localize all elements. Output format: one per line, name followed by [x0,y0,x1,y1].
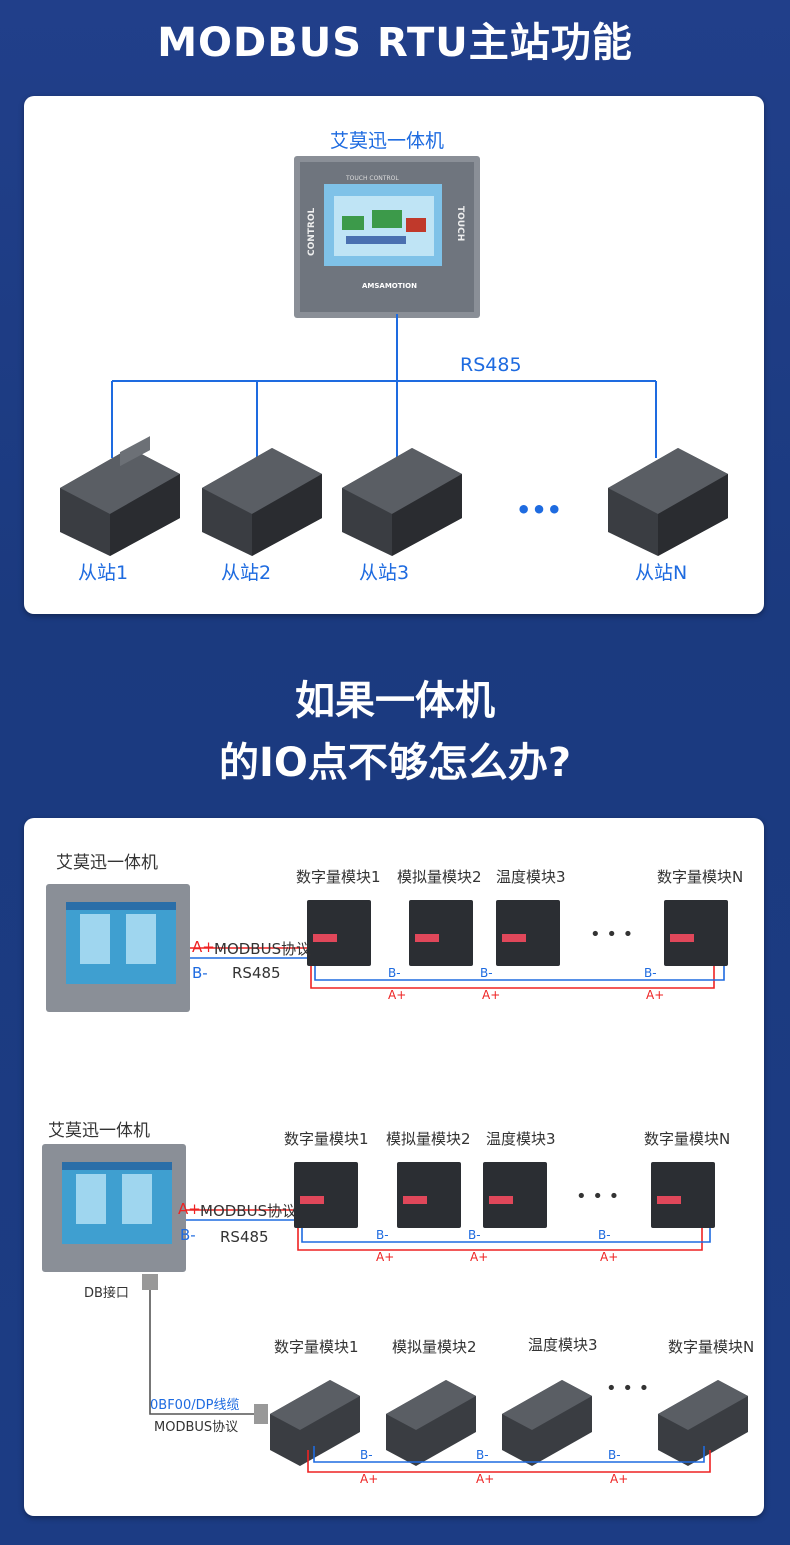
db-interface-label: DB接口 [84,1286,129,1301]
modules-row-a-switches [313,934,694,942]
b-minus-label-b: B- [180,1226,196,1244]
module-a-n: 数字量模块N [657,868,744,886]
wires-row-a [190,947,725,989]
a-plus-a-1: A+ [388,988,407,1002]
b-minus-b-3: B- [598,1228,611,1242]
db-connector-icon [142,1274,158,1290]
a-plus-lower-1: A+ [360,1472,379,1486]
bus-label-a: RS485 [232,964,281,982]
b-minus-lower-1: B- [360,1448,373,1462]
module-a-3: 温度模块3 [496,868,566,886]
module-b-3: 温度模块3 [486,1130,556,1148]
slave-label-3: 从站3 [359,562,410,584]
ellipsis-lower: • • • [606,1378,650,1399]
device-brand: AMSAMOTION [362,282,417,290]
a-plus-b-2: A+ [470,1250,489,1264]
rtu-topology-svg: TOUCH CONTROL AMSAMOTION CONTROL TOUCH [60,156,728,556]
a-plus-a-2: A+ [482,988,501,1002]
io-expansion-panel: 艾莫迅一体机 数字量模块1 模拟量模块2 温度模块3 数字量模块N A+ MOD… [24,818,764,1516]
slave-plc-3 [342,448,462,556]
lower-module-2: 模拟量模块2 [392,1338,477,1356]
a-plus-label-b: A+ [178,1200,201,1218]
master-label: 艾莫迅一体机 [330,130,445,152]
lower-module-3: 温度模块3 [528,1336,598,1354]
a-plus-lower-3: A+ [610,1472,629,1486]
rs485-bus-lines [111,314,657,458]
lower-modules [270,1380,748,1466]
module-a-2: 模拟量模块2 [397,868,482,886]
module-b-n: 数字量模块N [644,1130,731,1148]
master-label-b: 艾莫迅一体机 [48,1121,150,1141]
modules-row-b-switches [300,1196,681,1204]
slave-plc-n [608,448,728,556]
b-minus-a-1: B- [388,966,401,980]
page-title: MODBUS RTU主站功能 [157,20,633,66]
rtu-master-diagram-panel: TOUCH CONTROL AMSAMOTION CONTROL TOUCH [24,96,764,614]
hmi-device-b [42,1144,186,1272]
b-minus-a-3: B- [644,966,657,980]
module-a-1: 数字量模块1 [296,868,381,886]
ellipsis: ••• [516,496,563,524]
hmi-device-a [46,884,190,1012]
a-plus-label: A+ [192,938,215,956]
cable-label: 0BF00/DP线缆 [150,1398,240,1413]
io-expansion-svg [42,884,748,1473]
wires-lower [307,1446,711,1473]
db-cable [149,1288,258,1415]
ellipsis-b: • • • [576,1186,620,1207]
a-plus-a-3: A+ [646,988,665,1002]
module-b-2: 模拟量模块2 [386,1130,471,1148]
protocol-label-b: MODBUS协议 [200,1202,298,1220]
cable-protocol-label: MODBUS协议 [154,1420,239,1435]
protocol-label-a: MODBUS协议 [214,940,312,958]
modules-row-b [294,1162,715,1228]
b-minus-label: B- [192,964,208,982]
module-b-1: 数字量模块1 [284,1130,369,1148]
dp-connector-icon [254,1404,268,1424]
question-line-2: 的IO点不够怎么办? [218,740,572,786]
question-line-1: 如果一体机 [295,678,495,724]
b-minus-lower-3: B- [608,1448,621,1462]
device-side-right: TOUCH [455,206,465,241]
bus-label: RS485 [460,354,522,376]
lower-module-1: 数字量模块1 [274,1338,359,1356]
b-minus-b-1: B- [376,1228,389,1242]
a-plus-lower-2: A+ [476,1472,495,1486]
wires-row-b [186,1209,711,1251]
b-minus-a-2: B- [480,966,493,980]
lower-module-n: 数字量模块N [668,1338,755,1356]
a-plus-b-1: A+ [376,1250,395,1264]
slave-label-n: 从站N [635,562,688,584]
slave-plc-2 [202,448,322,556]
a-plus-b-3: A+ [600,1250,619,1264]
bus-label-b: RS485 [220,1228,269,1246]
slave-label-2: 从站2 [221,562,272,584]
b-minus-lower-2: B- [476,1448,489,1462]
ellipsis-a: • • • [590,924,634,945]
hmi-device: TOUCH CONTROL AMSAMOTION CONTROL TOUCH [294,156,480,318]
slave-plc-1 [60,436,180,556]
device-side-left: CONTROL [307,207,317,256]
device-caption: TOUCH CONTROL [345,175,399,182]
slave-label-1: 从站1 [78,562,129,584]
master-label-a: 艾莫迅一体机 [56,853,158,873]
b-minus-b-2: B- [468,1228,481,1242]
modules-row-a [307,900,728,966]
